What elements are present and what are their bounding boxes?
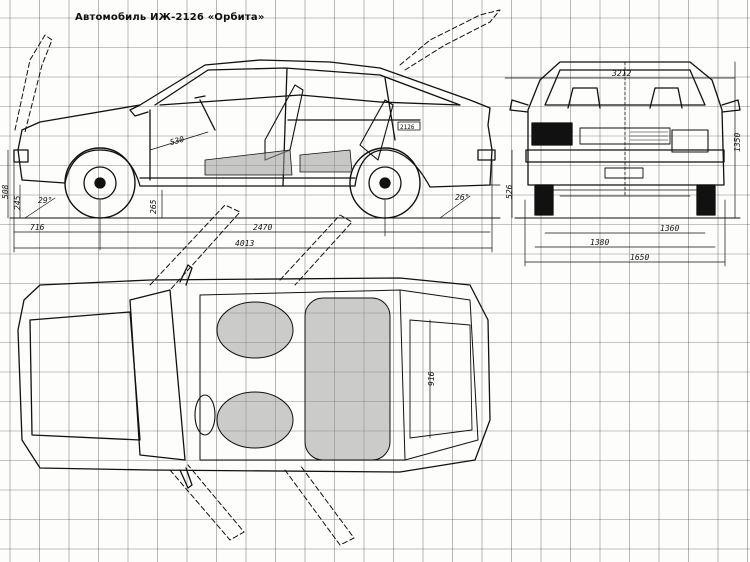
- label-wheel-height: 526: [505, 184, 514, 199]
- top-open-rear-door-upper: [279, 214, 353, 286]
- front-dimensions: [504, 61, 736, 267]
- top-front-right-seat: [216, 391, 294, 449]
- label-height: 508: [1, 184, 10, 199]
- side-steering: [194, 95, 216, 131]
- front-suspension: [552, 189, 698, 197]
- front-grille-slats: [629, 131, 669, 141]
- top-open-rear-door-lower: [284, 464, 355, 546]
- front-left-tyre: [534, 184, 554, 216]
- side-front-bumper: [13, 149, 29, 163]
- front-view: [509, 61, 741, 219]
- side-front-hub-cap: [94, 177, 106, 189]
- side-door-line: [149, 109, 421, 181]
- top-left-mirror: [179, 264, 193, 286]
- front-body-outline: [527, 61, 725, 186]
- label-ground-clearance: 245: [13, 195, 22, 210]
- label-cargo-length: 916: [427, 371, 436, 386]
- front-plate: [604, 167, 644, 179]
- side-badge-text: 2126: [400, 124, 415, 131]
- label-side-height: 1350: [733, 133, 742, 152]
- side-c-pillar: [384, 77, 396, 141]
- side-badge: [397, 121, 421, 131]
- dim-seat-line: [149, 131, 209, 151]
- side-body-outline: [17, 59, 493, 188]
- side-dimensions: [7, 131, 501, 253]
- dim-front-angle-line: [24, 197, 56, 219]
- top-cargo-area: [409, 319, 473, 439]
- label-height-mark: 1380: [590, 238, 609, 247]
- drawing-title: Автомобиль ИЖ-2126 «Орбита»: [75, 12, 265, 23]
- front-right-tyre: [696, 184, 716, 216]
- label-wheelbase: 2470: [253, 223, 272, 232]
- top-steering-wheel: [194, 394, 216, 436]
- label-front-angle: 29°: [38, 196, 52, 205]
- label-roof-width: 3212: [611, 69, 631, 78]
- front-grille: [579, 127, 671, 145]
- top-dimension-labels: 916: [427, 371, 436, 386]
- side-mirror: [129, 104, 149, 117]
- front-bumper: [525, 149, 725, 163]
- front-seat-outline: [567, 87, 683, 109]
- top-open-front-door-lower: [169, 464, 245, 541]
- side-rear-seat: [359, 99, 394, 161]
- top-front-left-seat: [216, 301, 294, 359]
- side-window-line: [154, 67, 461, 106]
- label-track: 1360: [660, 224, 679, 233]
- side-rear-hub-cap: [379, 177, 391, 189]
- front-dimension-labels: 3212 1360 1380 1650 526 1350: [505, 69, 742, 262]
- top-open-front-door-upper: [149, 204, 241, 291]
- side-view: 2126: [9, 9, 501, 219]
- side-rear-bumper: [477, 149, 496, 161]
- dim-rear-angle-line: [439, 195, 471, 219]
- front-right-mirror: [721, 99, 741, 113]
- label-seat-distance: 530: [169, 135, 185, 147]
- top-hood: [29, 311, 141, 441]
- label-min-clearance: 265: [149, 199, 158, 214]
- top-rear-window: [399, 289, 479, 461]
- front-windshield: [544, 69, 706, 106]
- top-rear-bench: [304, 297, 391, 461]
- side-rear-hub: [368, 166, 402, 200]
- front-right-headlamp: [671, 129, 709, 153]
- side-floor-shade: [204, 149, 353, 176]
- top-view: [17, 204, 491, 546]
- top-windshield: [129, 289, 186, 461]
- label-front-overhang: 716: [30, 223, 45, 232]
- top-right-mirror: [179, 467, 193, 489]
- label-overall-length: 4013: [235, 239, 254, 248]
- front-left-mirror: [509, 99, 529, 113]
- top-body-outline: [17, 277, 491, 473]
- side-front-hub: [83, 166, 117, 200]
- label-rear-angle: 26°: [455, 193, 469, 202]
- side-open-hatch: [399, 9, 501, 71]
- side-open-hood: [14, 34, 53, 133]
- front-left-headlamp: [531, 122, 573, 146]
- side-dimension-labels: 716 2470 4013 508 245 29° 265 26° 530: [1, 135, 469, 248]
- label-overall-width: 1650: [630, 253, 649, 262]
